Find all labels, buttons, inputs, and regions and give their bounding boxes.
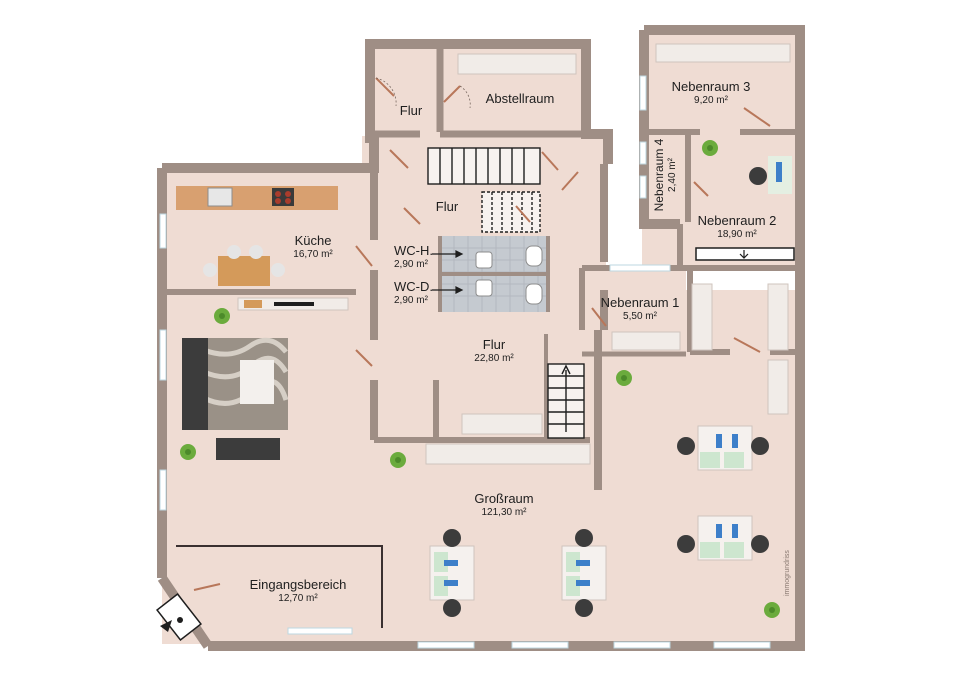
room-label-nebenraum2: Nebenraum 2 18,90 m² [697, 213, 777, 240]
plant-icon [214, 308, 230, 324]
room-name: Nebenraum 1 [600, 295, 680, 310]
room-area: 12,70 m² [278, 592, 318, 604]
wc-arrows [432, 250, 464, 294]
plant-icon [616, 370, 632, 386]
room-area: 18,90 m² [717, 228, 757, 240]
room-name: Abstellraum [485, 91, 555, 106]
plant-icon [390, 452, 406, 468]
floor-right-block [642, 30, 800, 270]
plant-icon [764, 602, 780, 618]
room-area: 2,90 m² [394, 294, 428, 306]
room-area: 16,70 m² [293, 248, 333, 260]
room-label-nebenraum3: Nebenraum 3 9,20 m² [671, 79, 751, 106]
room-label-flur-mid: Flur [435, 199, 459, 215]
room-area: 9,20 m² [694, 94, 728, 106]
kitchen-furniture [176, 186, 338, 286]
room-name: Küche [294, 233, 332, 248]
partition [695, 247, 795, 261]
cabinets [425, 43, 791, 465]
room-label-grossraum: Großraum 121,30 m² [474, 491, 534, 518]
room-area: 2,40 m² [666, 158, 678, 192]
room-name: Nebenraum 2 [697, 213, 777, 228]
room-name: Flur [482, 337, 506, 352]
room-area: 5,50 m² [623, 310, 657, 322]
room-name: Flur [399, 103, 423, 118]
room-label-wc-d: WC-D. 2,90 m² [394, 279, 433, 306]
windows [159, 75, 771, 649]
room-label-abstellraum: Abstellraum [485, 91, 555, 107]
room-name: Großraum [474, 491, 534, 506]
room-label-flur-main: Flur 22,80 m² [474, 337, 514, 364]
plant-icon [702, 140, 718, 156]
desks [429, 156, 792, 617]
room-label-wc-h: WC-H. 2,90 m² [394, 243, 433, 270]
room-name: WC-H. [394, 243, 433, 258]
room-name: Nebenraum 4 [652, 138, 666, 212]
watermark-text: immogrundriss [784, 550, 791, 596]
room-area: 22,80 m² [474, 352, 514, 364]
room-label-flur-top: Flur [399, 103, 423, 119]
room-label-kueche: Küche 16,70 m² [293, 233, 333, 260]
room-name: Flur [435, 199, 459, 214]
room-area: 121,30 m² [481, 506, 527, 518]
wc-fixtures [475, 245, 543, 305]
plants [180, 140, 780, 618]
doors [193, 77, 771, 591]
room-label-nebenraum4: Nebenraum 4 2,40 m² [652, 135, 683, 215]
lounge-furniture [182, 297, 349, 460]
entrance-marker [156, 592, 202, 642]
room-label-nebenraum1: Nebenraum 1 5,50 m² [600, 295, 680, 322]
stairs [427, 147, 585, 439]
room-name: WC-D. [394, 279, 433, 294]
room-label-eingang: Eingangsbereich 12,70 m² [249, 577, 347, 604]
plant-icon [180, 444, 196, 460]
room-name: Nebenraum 3 [671, 79, 751, 94]
room-area: 2,90 m² [394, 258, 428, 270]
room-name: Eingangsbereich [249, 577, 347, 592]
